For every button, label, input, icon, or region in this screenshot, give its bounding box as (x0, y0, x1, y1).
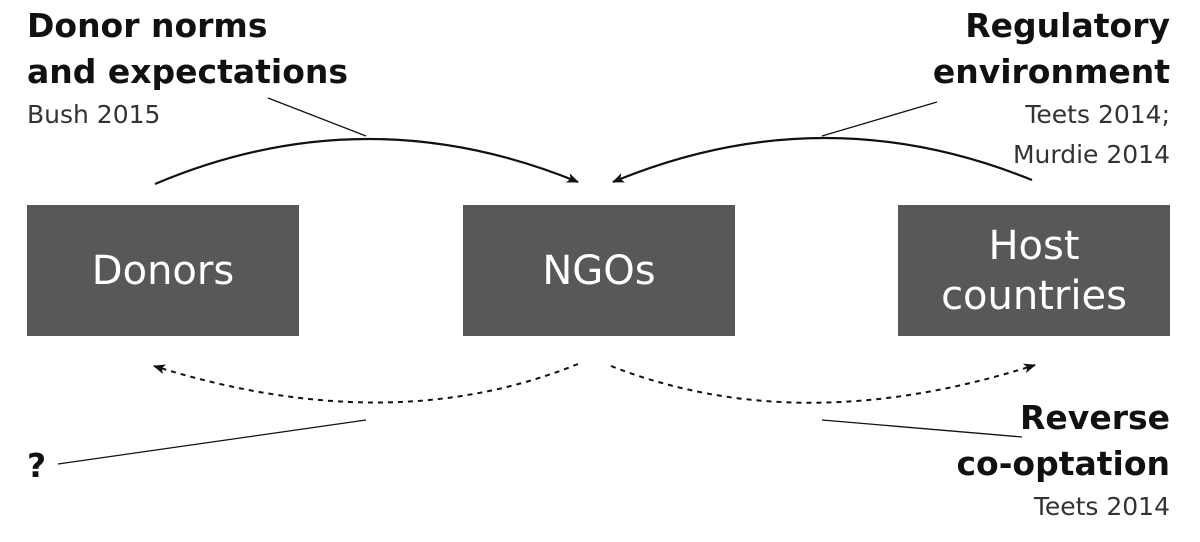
annotation-donor-norms-citation: Bush 2015 (27, 100, 161, 129)
leader-line-reverse-cooptation (821, 419, 1023, 438)
annotation-reverse-cooptation-line1: Reverse (1020, 398, 1170, 437)
node-host-label-line1: Host (988, 222, 1080, 269)
annotation-donor-norms-line2: and expectations (27, 52, 349, 91)
node-host-label-line2: countries (941, 272, 1127, 319)
annotation-regulatory-citation-line2: Murdie 2014 (1012, 140, 1170, 169)
annotation-regulatory-line2: environment (932, 52, 1170, 91)
annotation-reverse-cooptation-line2: co-optation (956, 444, 1170, 483)
annotation-regulatory-citation-line1: Teets 2014; (1025, 100, 1170, 129)
node-ngos-label: NGOs (542, 247, 656, 294)
arrow-donors-to-ngos (154, 137, 579, 186)
node-donors-label: Donors (91, 247, 235, 294)
annotation-unknown: ? (27, 446, 47, 485)
leader-line-donor-norms (267, 97, 367, 137)
node-host-countries: Host countries (898, 205, 1170, 336)
annotation-reverse-cooptation-citation: Teets 2014 (1033, 492, 1170, 521)
node-ngos: NGOs (463, 205, 735, 336)
dashed-arrow-ngos-to-host (610, 363, 1036, 404)
leader-line-regulatory (821, 101, 938, 137)
arrow-host-to-ngos (612, 136, 1033, 184)
annotation-regulatory-line1: Regulatory (965, 6, 1170, 45)
dashed-arrow-ngos-to-donors (153, 363, 579, 404)
node-donors: Donors (27, 205, 299, 336)
annotation-donor-norms-line1: Donor norms (27, 6, 268, 45)
leader-line-unknown (57, 419, 367, 465)
